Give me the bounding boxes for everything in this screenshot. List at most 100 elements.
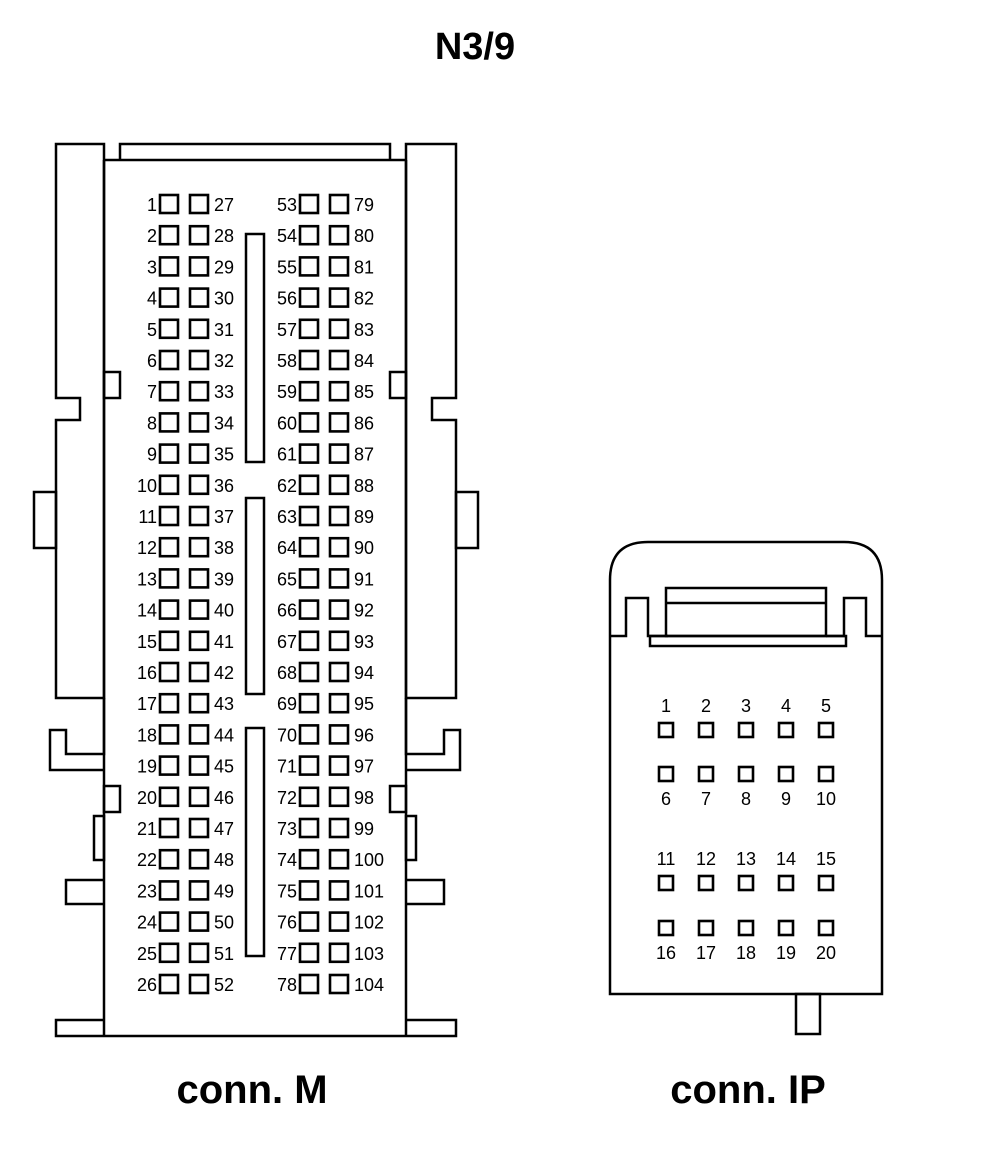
conn-m-pin-65 [298, 568, 320, 589]
conn-m-pin-10 [158, 474, 180, 496]
conn-m-pin-label: 59 [277, 382, 297, 402]
conn-m-pin-label: 28 [214, 226, 234, 246]
conn-m-pin-70 [298, 724, 320, 745]
conn-m-pin-label: 45 [214, 757, 234, 777]
conn-m-pin-75 [298, 880, 320, 901]
conn-m-pin-54 [298, 224, 320, 246]
conn-m-pin-40 [188, 599, 210, 620]
conn-m-pin-22 [158, 848, 180, 870]
conn-ip-pin-label: 11 [657, 849, 676, 869]
conn-m-pin-label: 27 [214, 195, 234, 215]
conn-m-pin-12 [158, 536, 180, 558]
conn-ip-pin-label: 4 [781, 696, 791, 716]
conn-m-pin-101 [328, 880, 350, 901]
conn-m-pin-label: 61 [277, 445, 297, 465]
conn-m-pin-label: 11 [138, 507, 157, 527]
conn-m-pin-label: 16 [137, 663, 157, 683]
conn-ip-pin-16 [657, 919, 675, 937]
conn-m-pin-label: 66 [277, 601, 297, 621]
conn-m-pin-52 [188, 973, 210, 995]
conn-m-pin-label: 94 [354, 663, 374, 683]
conn-m-pin-label: 54 [277, 226, 297, 246]
conn-m-pin-57 [298, 318, 320, 340]
conn-ip-pin-8 [737, 765, 755, 783]
conn-m-pin-label: 14 [137, 601, 157, 621]
conn-m-pin-43 [188, 692, 210, 714]
conn-m-pin-99 [328, 817, 350, 839]
conn-m-pin-100 [328, 848, 350, 870]
conn-ip-pin-label: 2 [701, 696, 711, 716]
conn-ip-pin-label: 19 [776, 943, 796, 963]
conn-m-pin-label: 7 [147, 382, 157, 402]
conn-ip-pin-label: 12 [696, 849, 716, 869]
conn-m-pin-label: 57 [277, 320, 297, 340]
conn-m-pin-26 [158, 973, 180, 995]
conn-ip-pin-label: 7 [701, 789, 711, 809]
conn-ip-pin-10 [817, 765, 835, 783]
conn-m-pin-47 [188, 817, 210, 839]
conn-m-pin-label: 101 [354, 881, 384, 901]
conn-m-pin-67 [298, 630, 320, 652]
conn-m-pin-55 [298, 256, 320, 277]
conn-m-pin-label: 48 [214, 850, 234, 870]
conn-m-pin-5 [158, 318, 180, 340]
conn-ip-pin-1 [657, 721, 675, 739]
conn-m-pin-82 [328, 287, 350, 308]
conn-m-pin-label: 23 [137, 881, 157, 901]
conn-m-pin-90 [328, 536, 350, 558]
conn-m-pin-87 [328, 443, 350, 464]
conn-m-pin-label: 104 [354, 975, 384, 995]
conn-m-pin-label: 37 [214, 507, 234, 527]
conn-m-pin-68 [298, 661, 320, 683]
conn-m-pin-label: 102 [354, 913, 384, 933]
conn-m-pin-label: 85 [354, 382, 374, 402]
conn-ip-pin-label: 6 [661, 789, 671, 809]
conn-ip-pin-label: 20 [816, 943, 836, 963]
conn-m-pin-15 [158, 630, 180, 652]
conn-m-pin-label: 70 [277, 725, 297, 745]
conn-m-pin-56 [298, 287, 320, 308]
conn-m-pin-label: 103 [354, 944, 384, 964]
conn-m-pin-label: 58 [277, 351, 297, 371]
conn-ip-caption: conn. IP [670, 1068, 826, 1112]
conn-m-pin-label: 56 [277, 289, 297, 309]
conn-m-pin-label: 76 [277, 913, 297, 933]
conn-m-pin-label: 8 [147, 413, 157, 433]
conn-m-pin-84 [328, 349, 350, 371]
conn-m-pin-9 [158, 443, 180, 464]
conn-m-pin-label: 36 [214, 476, 234, 496]
conn-ip-pin-4 [777, 721, 795, 739]
conn-m-pin-label: 97 [354, 757, 374, 777]
conn-m-pin-83 [328, 318, 350, 340]
conn-m-pin-32 [188, 349, 210, 371]
conn-m-pin-41 [188, 630, 210, 652]
conn-ip-pin-12 [697, 874, 715, 892]
conn-m-pin-label: 43 [214, 694, 234, 714]
conn-m-pin-label: 30 [214, 289, 234, 309]
conn-m-pin-18 [158, 724, 180, 745]
conn-m-pin-label: 88 [354, 476, 374, 496]
conn-ip-pin-7 [697, 765, 715, 783]
conn-m-pin-label: 71 [277, 757, 297, 777]
conn-m-pin-label: 72 [277, 788, 297, 808]
conn-ip-pin-label: 3 [741, 696, 751, 716]
conn-ip-housing [608, 540, 884, 1036]
conn-m-pin-label: 12 [137, 538, 157, 558]
conn-m-pin-61 [298, 443, 320, 464]
conn-m-pin-label: 78 [277, 975, 297, 995]
conn-m-pin-13 [158, 568, 180, 589]
conn-m-pin-24 [158, 911, 180, 932]
conn-m-pin-29 [188, 256, 210, 277]
conn-ip-pin-label: 8 [741, 789, 751, 809]
conn-ip-pin-label: 9 [781, 789, 791, 809]
conn-m-pin-label: 52 [214, 975, 234, 995]
conn-m-pin-label: 39 [214, 569, 234, 589]
conn-m-pin-label: 32 [214, 351, 234, 371]
conn-m-pin-3 [158, 256, 180, 277]
conn-ip-pin-20 [817, 919, 835, 937]
conn-ip-pin-2 [697, 721, 715, 739]
conn-ip-pin-label: 1 [661, 696, 671, 716]
conn-m-pin-51 [188, 942, 210, 964]
